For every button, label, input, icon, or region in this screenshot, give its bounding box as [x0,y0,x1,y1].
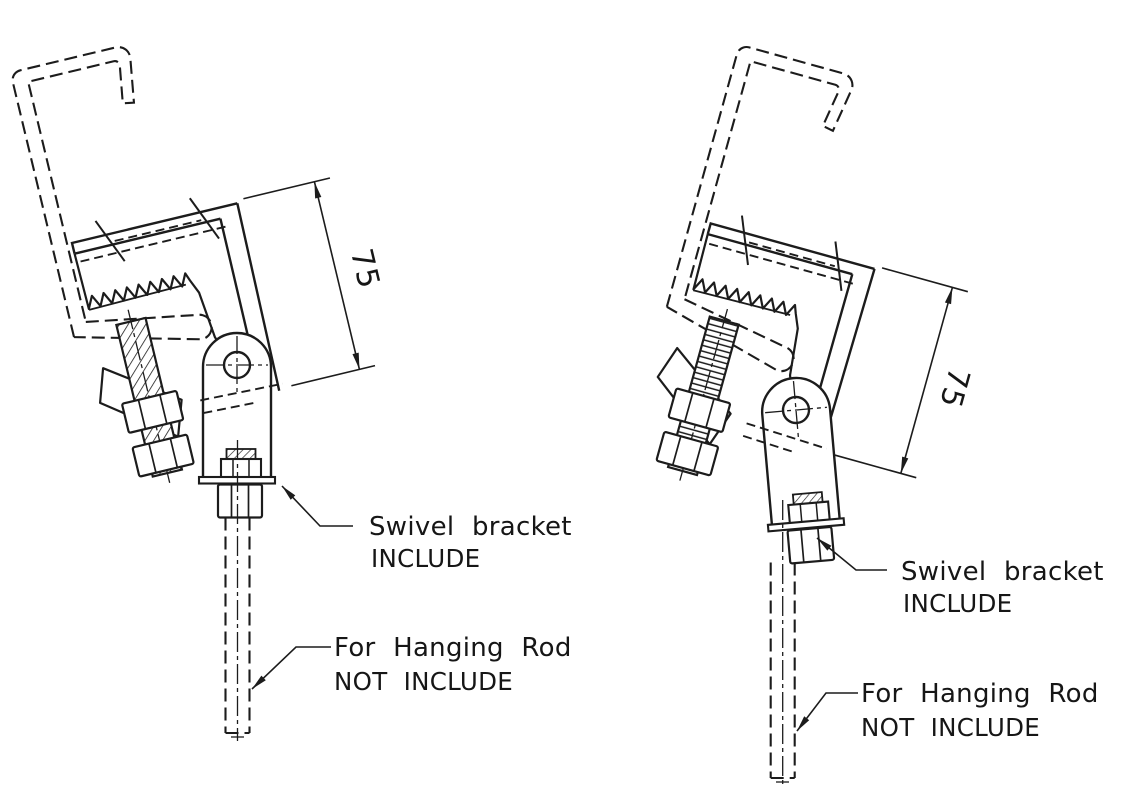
left-clamp-rotated-group [9,27,296,491]
right-swivel-bracket-group [754,373,849,786]
right-dimension-text: 75 [932,364,976,412]
right-swivel-bracket [754,373,849,567]
left-swivel-bracket-group [197,331,277,741]
right-rod-label-line1: For Hanging Rod [861,679,1099,709]
left-rod-label-line1: For Hanging Rod [334,633,572,663]
right-rod-label-line2: NOT INCLUDE [861,713,1040,742]
right-assembly-drawing: 75 Swivel bracket INCLUDE For Hanging Ro… [624,43,1104,786]
leader-arrow-swivel [282,486,296,500]
leader-line-swivel [281,485,353,527]
right-leaders-and-labels: Swivel bracket INCLUDE For Hanging Rod N… [796,537,1104,742]
left-swivel-label-line2: INCLUDE [371,544,480,573]
leader-line-rod [251,646,331,690]
left-overlay-rotated-group: 75 [199,177,386,416]
left-rod-label-line2: NOT INCLUDE [334,667,513,696]
leader-arrow-swivel [817,538,832,551]
left-dimension-text: 75 [343,245,386,292]
leader-arrow-rod [252,675,266,689]
left-swivel-label-line1: Swivel bracket [369,512,572,542]
leader-line-swivel [816,537,887,571]
left-assembly-drawing: 75 Swivel bracket INCLUDE For Hanging Ro… [9,27,572,741]
leader-line-rod [796,692,858,732]
hanging-rod-hidden-outline [769,562,796,780]
right-swivel-label-line2: INCLUDE [903,589,1012,618]
right-swivel-label-line1: Swivel bracket [901,557,1104,587]
right-clamp-nuts [651,300,756,490]
leader-arrow-rod [797,716,810,731]
right-bracket-tilted [754,373,849,567]
left-leaders-and-labels: Swivel bracket INCLUDE For Hanging Rod N… [251,485,572,696]
right-clamp-rotated-group [624,43,924,508]
